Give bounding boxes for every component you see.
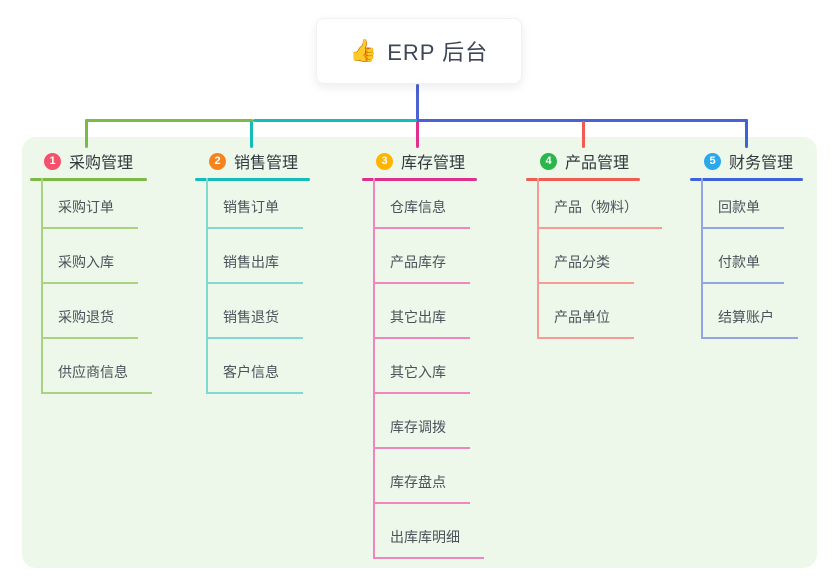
node-label: 库存盘点 [373, 472, 470, 504]
root-node-erp[interactable]: 👍 ERP 后台 [316, 18, 522, 84]
branch-product-title-row[interactable]: 4 产品管理 [540, 150, 640, 172]
branch-sales-underline [195, 178, 310, 181]
tree-node[interactable]: 采购退货 [41, 284, 147, 339]
node-label: 库存调拨 [373, 417, 470, 449]
node-label: 销售退货 [206, 307, 303, 339]
tree-node[interactable]: 产品（物料） [537, 174, 662, 229]
badge-5: 5 [704, 152, 721, 170]
branch-product: 4 产品管理 产品（物料） 产品分类 产品单位 [526, 145, 662, 339]
node-label: 产品库存 [373, 252, 470, 284]
node-label: 其它入库 [373, 362, 470, 394]
tree-node[interactable]: 其它入库 [373, 339, 477, 394]
tree-node[interactable]: 付款单 [701, 229, 803, 284]
node-label: 产品单位 [537, 307, 634, 339]
branch-sales-title-row[interactable]: 2 销售管理 [209, 150, 310, 172]
branch-product-title: 产品管理 [565, 155, 630, 172]
badge-4: 4 [540, 152, 557, 170]
badge-2: 2 [209, 152, 226, 170]
badge-1: 1 [44, 152, 61, 170]
branch-finance-title: 财务管理 [729, 155, 794, 172]
branch-finance-title-row[interactable]: 5 财务管理 [704, 150, 803, 172]
node-label: 付款单 [701, 252, 784, 284]
node-label: 采购订单 [41, 197, 138, 229]
tree-node[interactable]: 库存调拨 [373, 394, 477, 449]
connector-drop-product [582, 121, 585, 148]
branch-purchase-title: 采购管理 [69, 155, 134, 172]
connector-drop-inventory [416, 121, 419, 148]
badge-3: 3 [376, 152, 393, 170]
node-label: 客户信息 [206, 362, 303, 394]
branch-sales-title: 销售管理 [234, 155, 299, 172]
tree-node[interactable]: 仓库信息 [373, 174, 477, 229]
tree-node[interactable]: 出库库明细 [373, 504, 484, 559]
node-label: 销售订单 [206, 197, 303, 229]
branch-finance: 5 财务管理 回款单 付款单 结算账户 [690, 145, 803, 339]
branch-purchase-underline [30, 178, 147, 181]
branch-inventory-title: 库存管理 [401, 155, 466, 172]
node-label: 产品分类 [537, 252, 634, 284]
tree-node[interactable]: 客户信息 [206, 339, 310, 394]
branch-purchase-title-row[interactable]: 1 采购管理 [44, 150, 147, 172]
node-label: 采购入库 [41, 252, 138, 284]
tree-node[interactable]: 产品库存 [373, 229, 477, 284]
tree-node[interactable]: 供应商信息 [41, 339, 152, 394]
node-label: 仓库信息 [373, 197, 470, 229]
connector-bar-middle [253, 119, 417, 122]
tree-node[interactable]: 销售出库 [206, 229, 310, 284]
node-label: 其它出库 [373, 307, 470, 339]
branch-purchase: 1 采购管理 采购订单 采购入库 采购退货 供应商信息 [30, 145, 152, 394]
tree-node[interactable]: 销售退货 [206, 284, 310, 339]
node-label: 产品（物料） [537, 197, 662, 229]
tree-node[interactable]: 产品单位 [537, 284, 640, 339]
tree-node[interactable]: 其它出库 [373, 284, 477, 339]
node-label: 采购退货 [41, 307, 138, 339]
connector-drop-finance [745, 119, 748, 148]
branch-finance-spine [701, 178, 703, 339]
connector-root-drop [416, 84, 419, 122]
connector-bar-right [417, 119, 748, 122]
connector-drop-sales [250, 121, 253, 148]
node-label: 结算账户 [701, 307, 798, 339]
root-node-label: ERP 后台 [387, 40, 489, 65]
branch-sales: 2 销售管理 销售订单 销售出库 销售退货 客户信息 [195, 145, 310, 394]
tree-node[interactable]: 结算账户 [701, 284, 803, 339]
node-label: 销售出库 [206, 252, 303, 284]
tree-node[interactable]: 销售订单 [206, 174, 310, 229]
tree-node[interactable]: 采购订单 [41, 174, 147, 229]
branch-product-spine [537, 178, 539, 339]
connector-bar-left [85, 119, 253, 122]
node-label: 供应商信息 [41, 362, 152, 394]
branch-finance-underline [690, 178, 803, 181]
thumbs-up-icon: 👍 [349, 38, 378, 63]
branch-sales-spine [206, 178, 208, 394]
branch-inventory-spine [373, 178, 375, 559]
connector-drop-purchase [85, 119, 88, 148]
node-label: 回款单 [701, 197, 784, 229]
tree-node[interactable]: 采购入库 [41, 229, 147, 284]
tree-node[interactable]: 回款单 [701, 174, 803, 229]
branch-inventory-title-row[interactable]: 3 库存管理 [376, 150, 477, 172]
branch-purchase-spine [41, 178, 43, 394]
branch-inventory: 3 库存管理 仓库信息 产品库存 其它出库 其它入库 库存调拨 库存盘点 出库库… [362, 145, 484, 559]
branch-product-underline [526, 178, 640, 181]
tree-node[interactable]: 库存盘点 [373, 449, 477, 504]
branches-panel [22, 137, 817, 568]
node-label: 出库库明细 [373, 527, 484, 559]
tree-node[interactable]: 产品分类 [537, 229, 640, 284]
branch-inventory-underline [362, 178, 477, 181]
